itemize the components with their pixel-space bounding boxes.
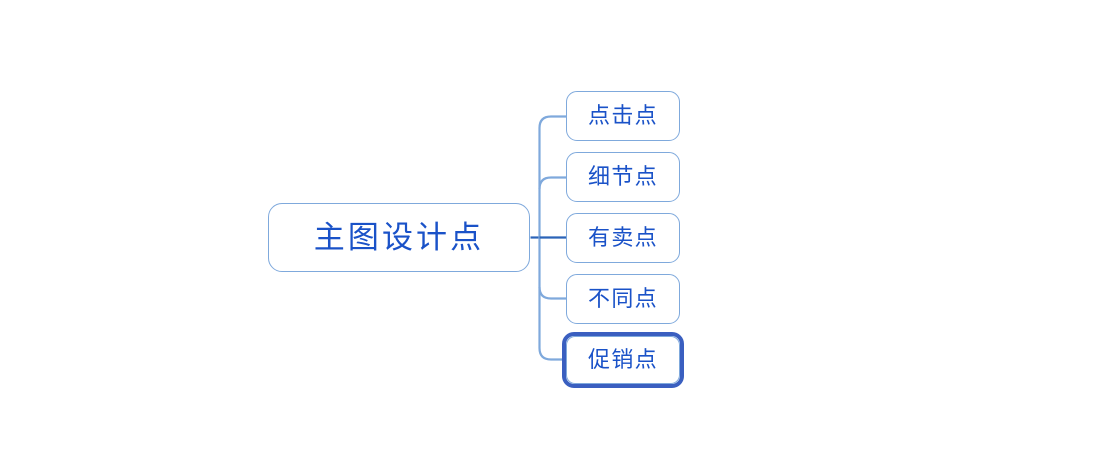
mindmap-child-node-2[interactable]: 细节点 — [566, 152, 680, 202]
mindmap-child-node-4[interactable]: 不同点 — [566, 274, 680, 324]
mindmap-child-label-1: 点击点 — [588, 103, 658, 128]
mindmap-child-label-4: 不同点 — [588, 286, 658, 311]
mindmap-selection-indicator — [562, 332, 684, 388]
connector-branch-0 — [538, 115, 566, 129]
mindmap-root-label: 主图设计点 — [313, 220, 485, 255]
connector-branch-4 — [538, 347, 562, 361]
mindmap-child-node-1[interactable]: 点击点 — [566, 91, 680, 141]
mindmap-child-label-3: 有卖点 — [588, 225, 658, 250]
connector-branch-1 — [538, 176, 566, 190]
mindmap-child-node-5[interactable]: 促销点 — [566, 336, 680, 384]
mindmap-child-label-2: 细节点 — [588, 164, 658, 189]
mindmap-child-label-5: 促销点 — [588, 347, 658, 372]
mindmap-child-node-3[interactable]: 有卖点 — [566, 213, 680, 263]
connector-branch-3 — [538, 286, 566, 300]
mindmap-root-node[interactable]: 主图设计点 — [268, 203, 530, 272]
